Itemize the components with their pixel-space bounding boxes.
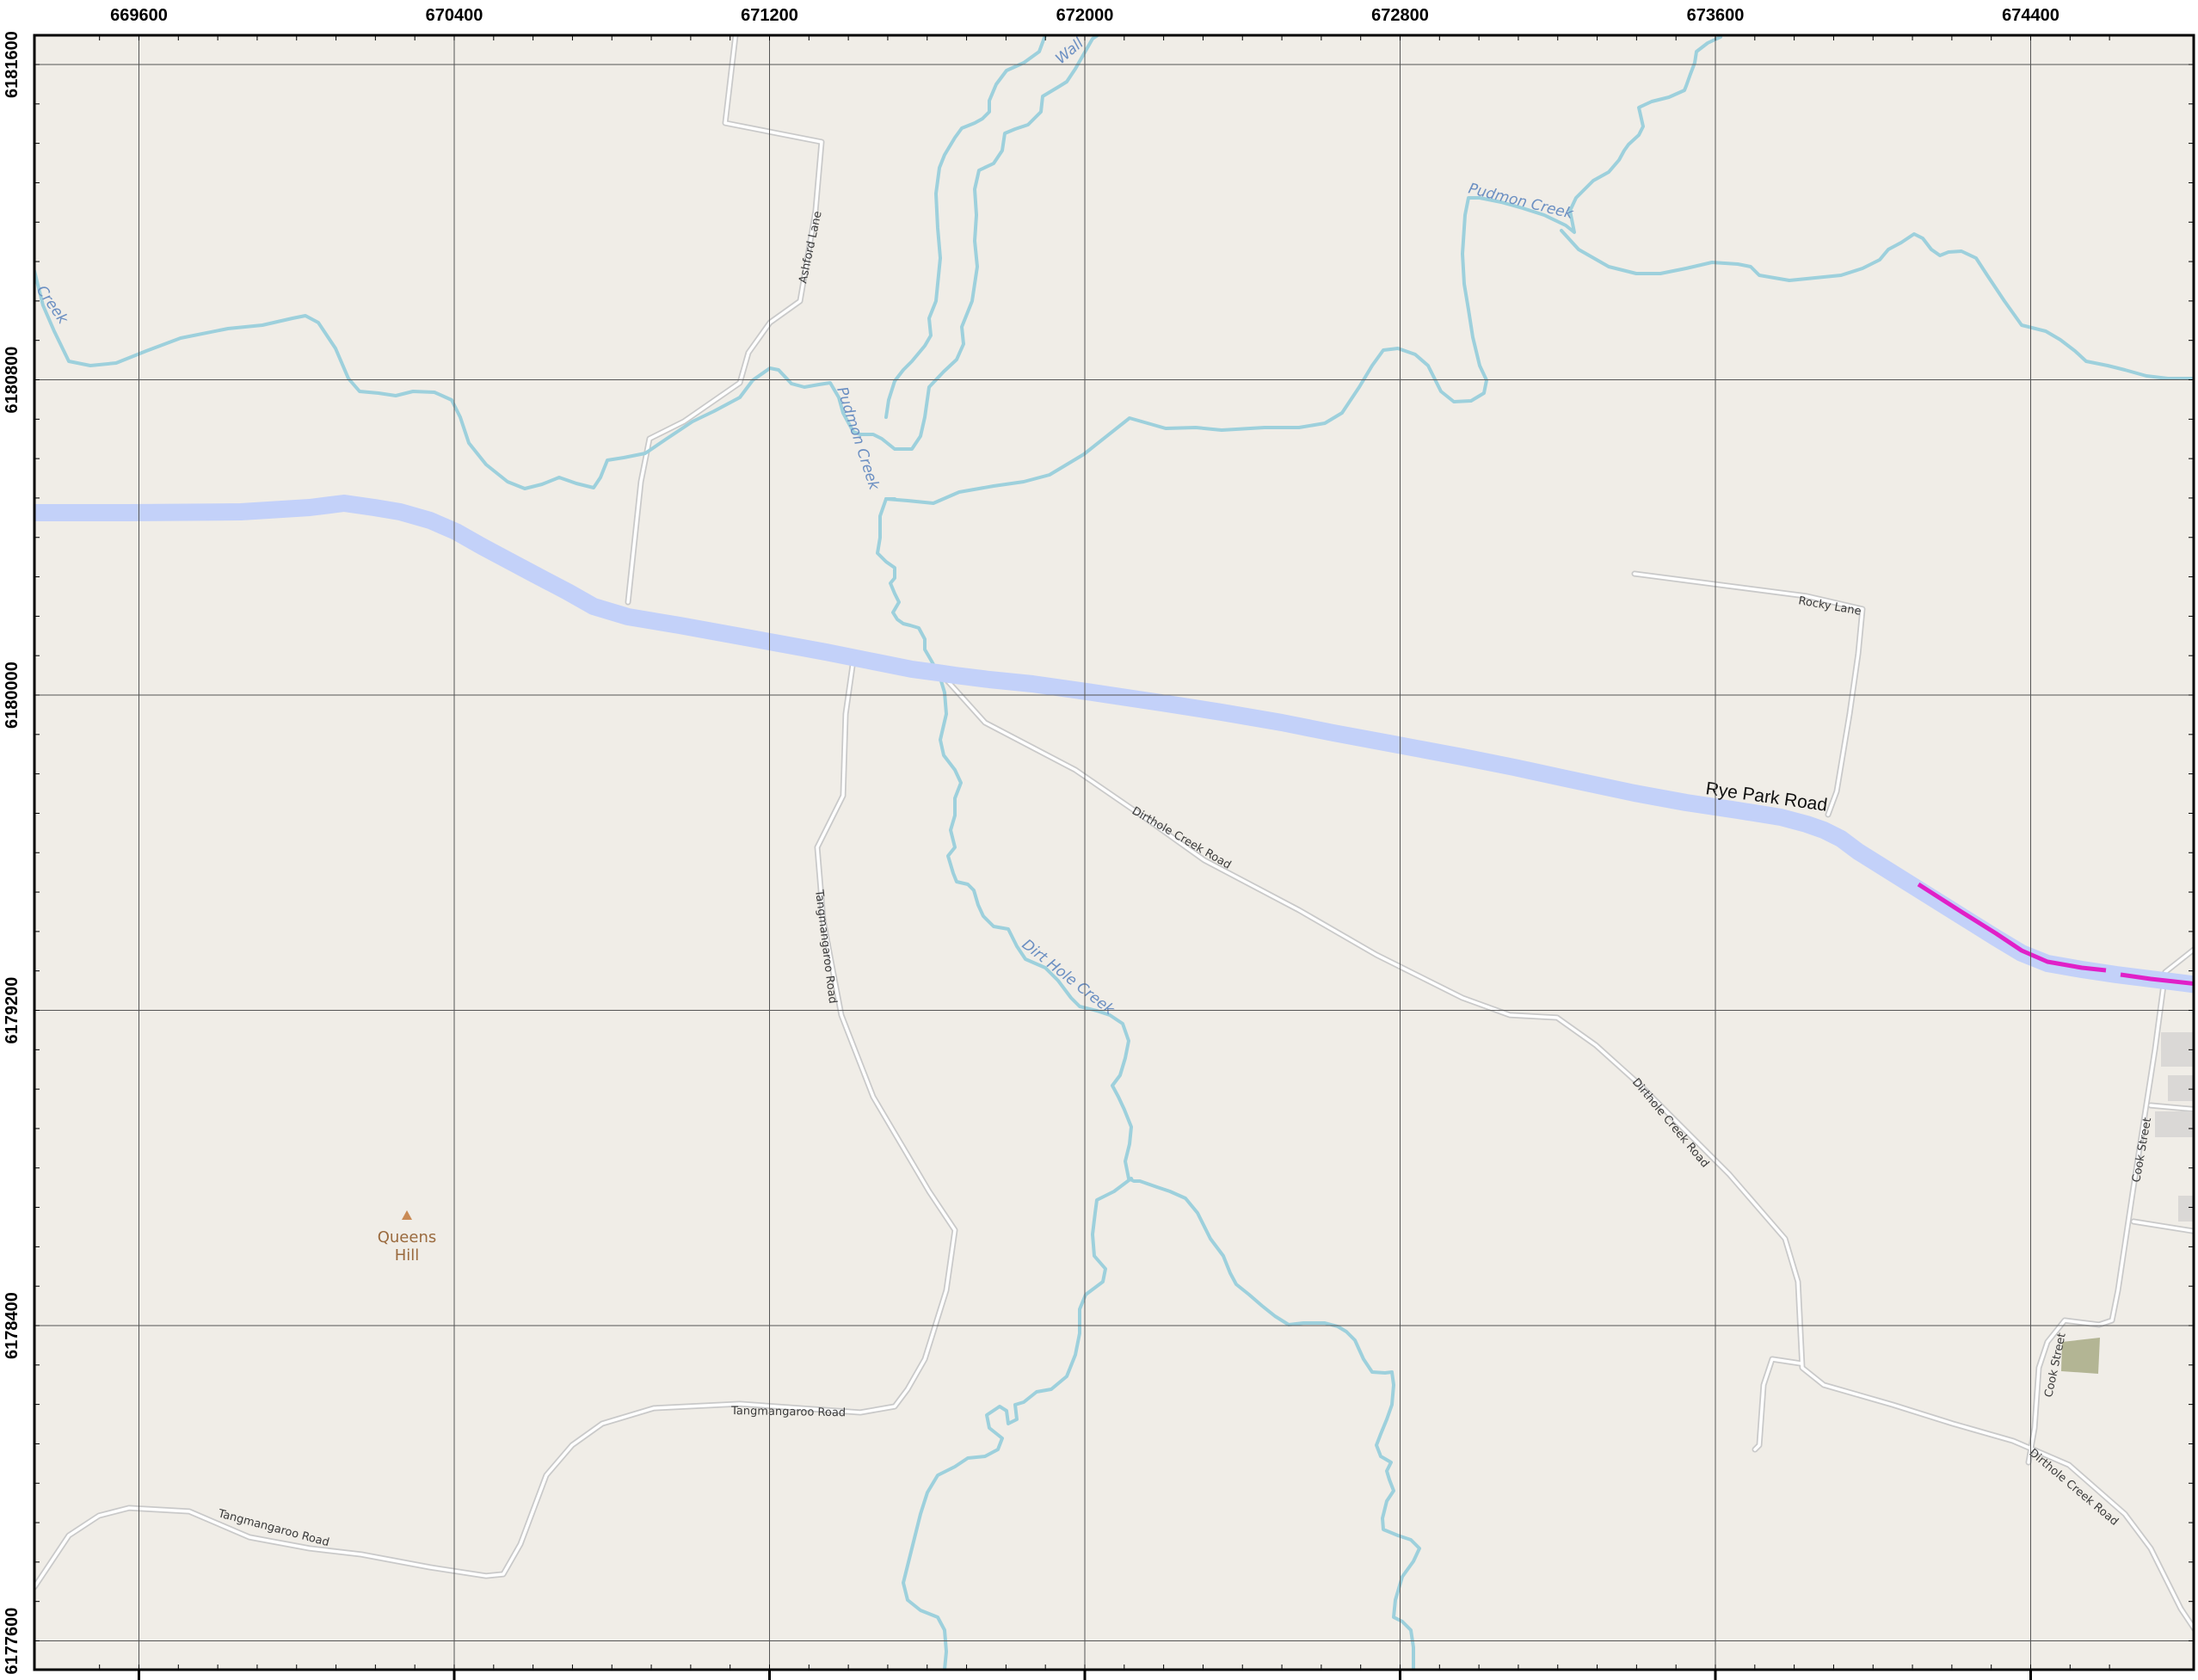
- dirt-hole-creek: [876, 497, 1421, 1670]
- pudmon-creek-east: [1560, 229, 2194, 380]
- minor-ticks: [34, 35, 2194, 1670]
- easting-tick-label: 670400: [426, 6, 483, 25]
- northing-tick-label: 6181600: [3, 31, 22, 98]
- minor-roads: [34, 35, 2194, 1634]
- northing-tick-label: 6180800: [3, 347, 22, 414]
- building-block: [2178, 1196, 2194, 1222]
- northing-tick-label: 6180000: [3, 662, 22, 729]
- land-background: [34, 35, 2194, 1670]
- northing-tick-label: 6179200: [3, 977, 22, 1044]
- park-area: [2061, 1338, 2100, 1374]
- peak-name-line1: Queens: [378, 1228, 437, 1246]
- building-block: [2155, 1111, 2194, 1137]
- easting-tick-label: 669600: [110, 6, 168, 25]
- waterways: [34, 35, 2194, 1670]
- creek-west-branch: [34, 35, 1099, 490]
- easting-tick-label: 673600: [1687, 6, 1745, 25]
- pudmon-creek-lower: [884, 35, 1722, 505]
- highlighted-route-segment: [2120, 972, 2194, 986]
- dirt-hole-creek-west-fork: [902, 1177, 1133, 1670]
- rye-park-road: [34, 495, 2194, 994]
- peak-name-line2: Hill: [395, 1246, 420, 1265]
- easting-tick-label: 674400: [2002, 6, 2059, 25]
- building-blocks: [2155, 1032, 2194, 1222]
- wall-creek-upper: [884, 35, 1047, 419]
- easting-tick-label: 672000: [1056, 6, 1114, 25]
- northing-tick-label: 6177600: [3, 1608, 22, 1675]
- northing-tick-label: 6178400: [3, 1292, 22, 1359]
- highlighted-route: [1917, 882, 2107, 973]
- peak-marker-icon: [402, 1210, 412, 1220]
- tangmangaroo-road-label-2: Tangmangaroo Road: [730, 1405, 846, 1419]
- easting-tick-label: 671200: [741, 6, 798, 25]
- easting-axis: 669600 670400 671200 672000 672800 673600 6744…: [110, 6, 2059, 25]
- building-block: [2168, 1075, 2194, 1101]
- building-block: [2161, 1032, 2194, 1067]
- grid-lines: [34, 35, 2194, 1680]
- easting-tick-label: 672800: [1371, 6, 1429, 25]
- northing-axis: 6181600 6180800 6180000 6179200 6178400 61776…: [3, 31, 22, 1674]
